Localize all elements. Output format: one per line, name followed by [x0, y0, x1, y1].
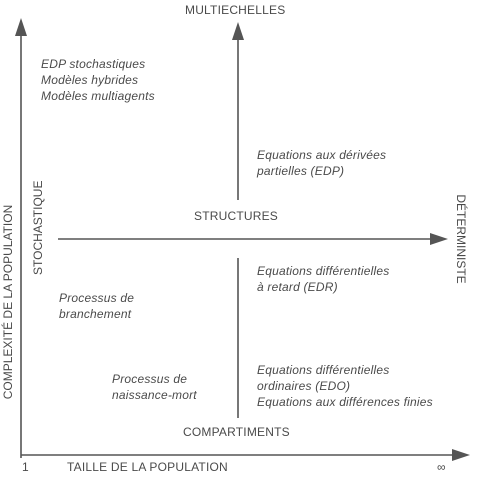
label-structures: STRUCTURES — [194, 209, 279, 223]
quadrant-bottom-left: Processus de naissance-mort — [112, 371, 197, 403]
quadrant-top-right: Equations aux dérivées partielles (EDP) — [257, 147, 386, 179]
text-line: Equations aux dérivées — [257, 148, 387, 162]
text-line: Equations différentielles — [257, 363, 390, 377]
x-axis-arrowhead — [452, 449, 470, 461]
label-y-axis: COMPLEXITÉ DE LA POPULATION — [1, 204, 15, 400]
text-line: Modèles hybrides — [41, 73, 139, 87]
upper-vertical-arrowhead — [232, 22, 244, 40]
text-line: Processus de — [59, 291, 135, 305]
text-line: partielles (EDP) — [257, 164, 345, 178]
quadrant-bottom-right: Equations différentielles ordinaires (ED… — [257, 362, 433, 410]
center-horizontal-arrowhead — [430, 233, 448, 245]
quadrant-top-left: EDP stochastiques Modèles hybrides Modèl… — [41, 56, 155, 104]
text-line: naissance-mort — [112, 388, 197, 402]
quadrant-mid-left: Processus de branchement — [59, 290, 134, 322]
label-deterministe: DÉTERMINISTE — [454, 194, 468, 284]
y-axis-arrowhead — [15, 18, 27, 36]
label-x-max: ∞ — [437, 460, 446, 474]
text-line: Equations différentielles — [257, 264, 390, 278]
label-multiechelles: MULTIECHELLES — [185, 3, 286, 17]
quadrant-mid-right: Equations différentielles à retard (EDR) — [257, 263, 389, 295]
label-x-min: 1 — [22, 460, 29, 474]
text-line: branchement — [59, 307, 132, 321]
text-line: ordinaires (EDO) — [257, 379, 351, 393]
label-compartiments: COMPARTIMENTS — [183, 425, 290, 439]
text-line: EDP stochastiques — [41, 57, 146, 71]
label-x-axis: TAILLE DE LA POPULATION — [67, 460, 228, 474]
text-line: Modèles multiagents — [41, 89, 155, 103]
text-line: à retard (EDR) — [257, 280, 338, 294]
text-line: Processus de — [112, 372, 188, 386]
text-line: Equations aux différences finies — [257, 395, 433, 409]
label-stochastique: STOCHASTIQUE — [31, 180, 45, 275]
